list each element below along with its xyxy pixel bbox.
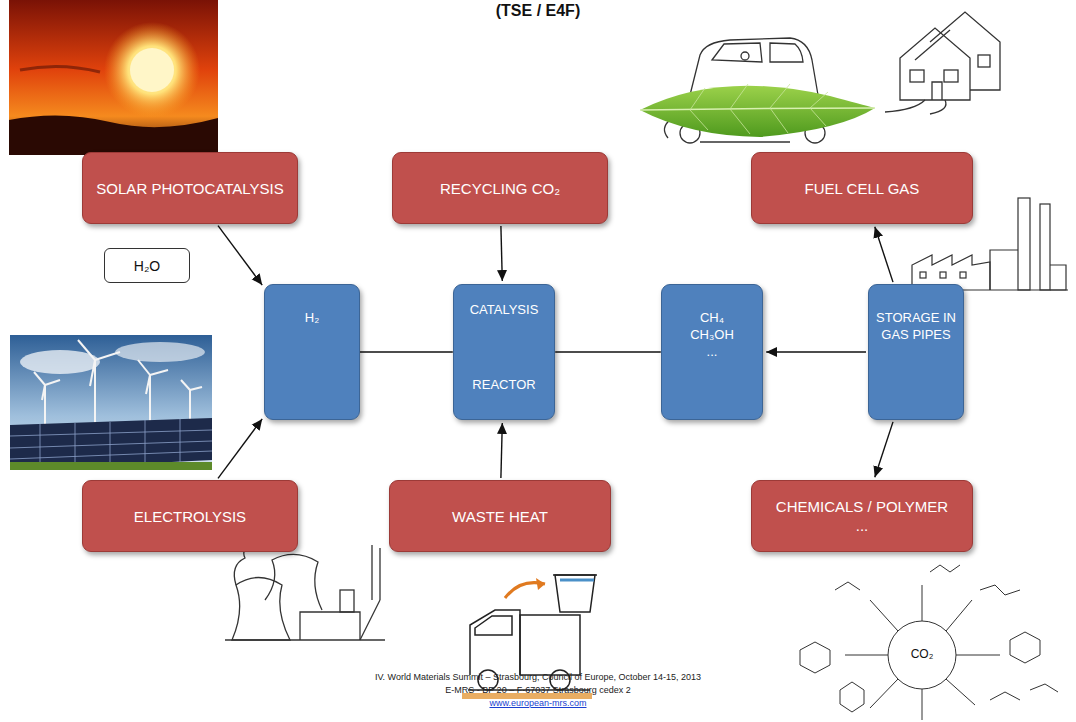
box-text: FUEL CELL GAS: [805, 179, 920, 198]
box-text: WASTE HEAT: [452, 507, 548, 526]
footer-link: www.european-mrs.com: [238, 697, 838, 709]
box-text: ...: [856, 516, 869, 535]
box-text: RECYCLING CO₂: [440, 179, 560, 198]
diagram-title: (TSE / E4F): [0, 2, 1076, 20]
source-box: RECYCLING CO₂: [392, 152, 608, 224]
process-box: H₂: [264, 284, 360, 420]
power-plant-drawing: [225, 545, 385, 640]
source-box: SOLAR PHOTOCATALYSIS: [82, 152, 298, 224]
input-box: H₂O: [104, 248, 190, 283]
source-box: WASTE HEAT: [389, 480, 611, 552]
connector-arrow: [555, 351, 661, 352]
connector-arrow: [875, 227, 893, 282]
connector-arrow: [218, 419, 262, 479]
sunset-photo: [9, 0, 218, 155]
box-text: CH₃OH: [690, 326, 734, 343]
connector-arrow: [501, 423, 502, 478]
box-text: CH₄: [700, 309, 724, 326]
wind-solar-photo: [10, 335, 212, 470]
use-box: CHEMICALS / POLYMER...: [751, 480, 973, 552]
footer-text: E-MRS - BP 20 – F-67037 Strasbourg cedex…: [238, 684, 838, 696]
box-text: ELECTROLYSIS: [134, 507, 246, 526]
box-text: SOLAR PHOTOCATALYSIS: [96, 179, 283, 198]
process-box: CH₄CH₃OH...: [661, 284, 763, 420]
houses-drawing: [885, 12, 1000, 114]
connector-arrow: [360, 351, 453, 352]
box-text: H₂O: [134, 258, 160, 274]
box-text: H₂: [305, 309, 319, 326]
connector-arrow: [875, 422, 893, 477]
box-text: CHEMICALS / POLYMER: [776, 497, 948, 516]
source-box: ELECTROLYSIS: [82, 480, 298, 552]
box-text: CATALYSIS: [470, 301, 539, 318]
connector-arrow: [766, 351, 866, 352]
connector-arrow: [501, 226, 502, 281]
box-text: STORAGE IN GAS PIPES: [875, 309, 957, 343]
box-text: REACTOR: [472, 376, 535, 393]
process-box: STORAGE IN GAS PIPES: [868, 284, 964, 420]
co2-reaction-wheel: [800, 565, 1058, 720]
wheel-center-label: CO₂: [902, 647, 942, 662]
use-box: FUEL CELL GAS: [751, 152, 973, 224]
process-box: CATALYSIS REACTOR: [453, 284, 555, 420]
footer-text: IV. World Materials Summit – Strasbourg,…: [238, 671, 838, 683]
box-text: ...: [707, 343, 718, 360]
connector-arrow: [218, 226, 262, 286]
leaf-drawing: [640, 84, 875, 137]
